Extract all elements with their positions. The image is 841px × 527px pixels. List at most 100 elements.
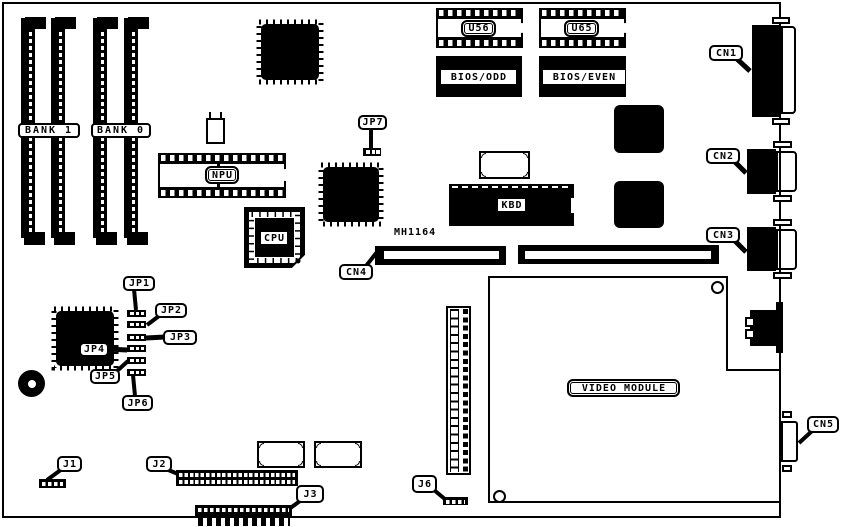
bank1-label-text: BANK 1	[24, 125, 74, 136]
chip-square-upper	[614, 105, 664, 153]
cn3-label: CN3	[706, 227, 740, 243]
cn4-slot-left-key	[384, 251, 499, 259]
video-module-hole-topright	[711, 281, 724, 294]
kbd-label-text: KBD	[501, 199, 523, 211]
j2-label-text: J2	[152, 458, 167, 470]
mh1164-text-value: MH1164	[394, 227, 437, 238]
j6-label: J6	[412, 475, 437, 493]
mh1164-text: MH1164	[394, 227, 436, 238]
jp3-label-text: JP3	[169, 332, 192, 343]
jp5-label: JP5	[90, 369, 120, 384]
bank1-label: BANK 1	[18, 123, 80, 138]
jp2-label-text: JP2	[160, 305, 183, 316]
npu-label: NPU	[205, 166, 239, 184]
din-connector-pin-upper	[745, 317, 755, 327]
din-connector-body	[750, 310, 780, 346]
jp3-label: JP3	[163, 330, 197, 345]
simm-slot-2-tab	[55, 17, 76, 29]
j2-pin-row-top	[179, 472, 295, 477]
cn2-connector-tab-bottom	[773, 195, 792, 202]
bios-odd-label-text: BIOS/ODD	[450, 71, 508, 83]
cn1-connector-shell	[781, 26, 796, 114]
mounting-ring	[18, 370, 45, 397]
j6-label-text: J6	[417, 478, 433, 490]
simm-slot-4-foot	[127, 232, 148, 245]
qfp-chip-top	[256, 19, 324, 85]
din-connector-pin-lower	[745, 329, 755, 339]
cn3-connector-tab-top	[773, 219, 792, 226]
video-module-label: VIDEO MODULE	[567, 379, 680, 397]
header-strip-holes	[450, 309, 459, 472]
npu-socket-pins-bottom	[158, 188, 286, 198]
crystal-leg-left	[209, 112, 211, 118]
bios-odd-label: BIOS/ODD	[440, 69, 517, 85]
j3-label-text: J3	[303, 488, 318, 500]
cpu-label: CPU	[260, 231, 288, 245]
jp6-label: JP6	[122, 395, 153, 411]
cpu-label-text: CPU	[263, 232, 286, 244]
jp6-jumper	[127, 369, 146, 376]
u56-label-text: U56	[468, 23, 490, 34]
npu-socket-pins-top	[158, 153, 286, 163]
cn5-label: CN5	[807, 416, 839, 433]
cn2-connector-tab-top	[773, 141, 792, 148]
cn5-label-text: CN5	[812, 419, 835, 430]
jp7-label: JP7	[358, 115, 387, 130]
j2-pin-row-bottom	[179, 479, 295, 484]
crystal-body	[206, 118, 225, 144]
header-strip	[446, 306, 471, 475]
j2-label: J2	[146, 456, 172, 472]
jp4-jumper	[127, 345, 146, 352]
jp6-label-text: JP6	[127, 397, 149, 409]
cn2-label-text: CN2	[712, 150, 735, 162]
board-right-edge	[779, 2, 781, 518]
u56-socket-pins-top	[436, 8, 523, 18]
oscillator	[479, 151, 530, 179]
crystal-leg-right	[220, 112, 222, 118]
u56-socket-notch	[517, 23, 527, 33]
video-module-label-text: VIDEO MODULE	[581, 382, 667, 394]
jp4-label-text: JP4	[83, 344, 106, 355]
u65-socket-pins-bottom	[539, 38, 626, 48]
cn5-connector-shell	[781, 421, 798, 462]
j1-label-text: J1	[62, 458, 78, 470]
jp7-label-text: JP7	[362, 117, 384, 128]
j2-connector	[176, 470, 298, 486]
cn1-label-text: CN1	[715, 47, 738, 59]
jp2-jumper	[127, 321, 146, 328]
jp3-jumper	[127, 334, 146, 341]
j3-label: J3	[296, 485, 324, 503]
kbd-chip-notch	[571, 198, 574, 213]
jp1-label-text: JP1	[128, 278, 151, 289]
u56-socket-pins-bottom	[436, 38, 523, 48]
npu-socket-notch	[280, 169, 291, 181]
bios-even-label: BIOS/EVEN	[542, 69, 626, 85]
cn4-label-text: CN4	[345, 266, 368, 278]
chip-square-lower	[614, 181, 664, 228]
u65-socket-pins-top	[539, 8, 626, 18]
cn5-connector-tab-top	[782, 411, 792, 418]
j1-connector	[39, 479, 66, 488]
jp2-label: JP2	[155, 303, 187, 318]
npu-pin1-mark-top	[217, 162, 220, 167]
u65-label: U65	[564, 20, 599, 37]
cn3-connector-tab-bottom	[773, 272, 792, 279]
npu-pin1-mark-bottom	[217, 183, 220, 189]
cn4-label: CN4	[339, 264, 373, 280]
simm-slot-4-tab	[128, 17, 149, 29]
bank0-label-text: BANK 0	[96, 125, 146, 136]
simm-slot-3-tab	[97, 17, 118, 29]
jp7-jumper	[363, 148, 381, 156]
bank0-label: BANK 0	[91, 123, 151, 138]
cn1-connector-tab-top	[772, 17, 790, 24]
cn3-connector-shell	[776, 229, 797, 270]
simm-slot-3-foot	[96, 232, 117, 245]
j3-connector	[195, 505, 292, 516]
u65-socket-notch	[620, 23, 630, 33]
bios-even-label-text: BIOS/EVEN	[552, 71, 617, 83]
npu-label-text: NPU	[211, 169, 234, 181]
jp1-label: JP1	[123, 276, 155, 291]
video-module-hole-bottomleft	[493, 490, 506, 503]
cn2-connector-shell	[776, 151, 797, 192]
